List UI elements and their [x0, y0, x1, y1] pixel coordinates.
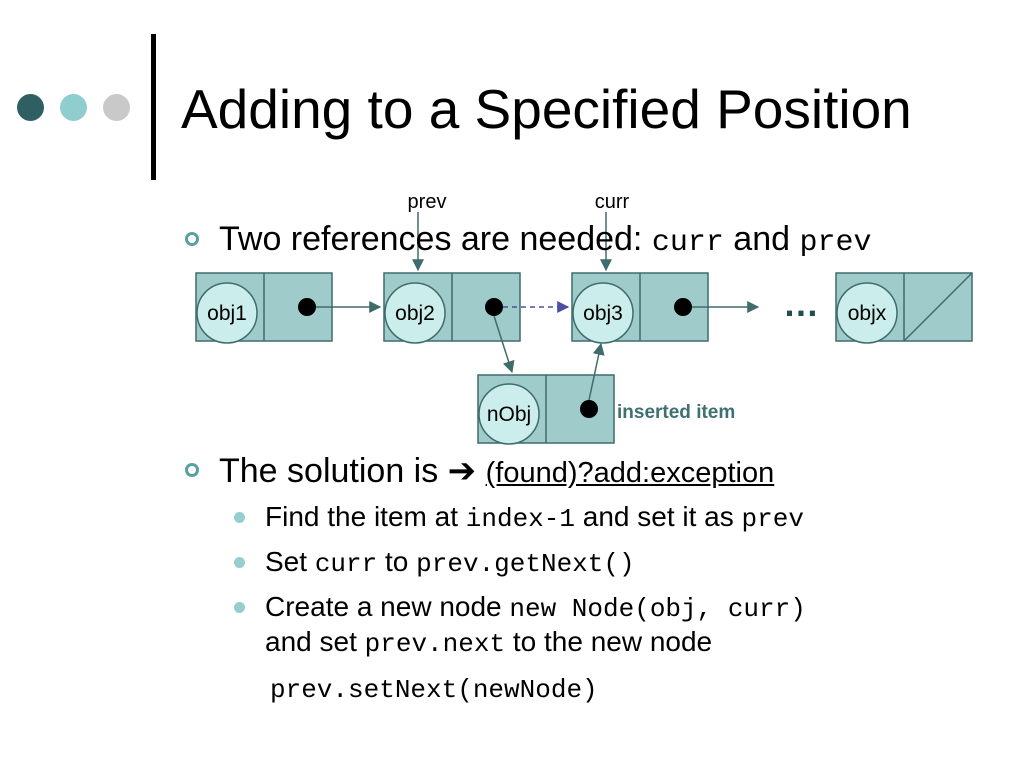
sub-bullet-create-node-line2: and set prev.next to the new node	[265, 626, 713, 659]
prev-label: prev	[408, 191, 447, 213]
arrow-icon: ➔	[447, 452, 477, 490]
new-node-nobj: nObj	[477, 374, 615, 445]
code-line-setnext: prev.setNext(newNode)	[270, 675, 598, 705]
bullet-solution: The solution is ➔ (found)?add:exception	[219, 452, 775, 490]
sub-bullet-marker	[234, 602, 245, 613]
title-divider	[151, 34, 156, 180]
sub-bullet-marker	[234, 512, 245, 523]
bullet-marker	[185, 232, 199, 246]
node-label-obj2: obj2	[395, 302, 435, 325]
curr-label: curr	[595, 191, 630, 213]
list-node-obj2: obj2	[383, 272, 521, 344]
sub-bullet-find: Find the item at index-1 and set it as p…	[265, 501, 804, 534]
prev-to-new-arrow	[493, 315, 515, 374]
ellipsis: …	[783, 283, 819, 324]
node-label-objx: objx	[848, 302, 887, 325]
node-label-obj1: obj1	[207, 302, 247, 325]
inserted-item-label: inserted item	[617, 402, 735, 423]
list-node-obj3: obj3	[571, 272, 709, 344]
sub-bullet-set-curr: Set curr to prev.getNext()	[265, 546, 635, 579]
next-pointer-dot	[298, 298, 316, 316]
decor-dot-teal	[60, 94, 87, 121]
bullet-marker	[185, 463, 199, 477]
next-pointer-dot	[674, 298, 692, 316]
sub-bullet-marker	[234, 557, 245, 568]
bullet-references: Two references are needed: curr and prev	[219, 220, 872, 260]
next-pointer-dot	[580, 400, 598, 418]
solution-expression: (found)?add:exception	[485, 457, 775, 489]
new-to-curr-arrow	[588, 342, 605, 401]
list-node-objx: objx	[835, 272, 973, 344]
node-label-nobj: nObj	[487, 403, 531, 426]
decor-dot-gray	[103, 94, 130, 121]
next-pointer-dot	[485, 298, 503, 316]
list-node-obj1: obj1	[195, 272, 333, 344]
null-pointer-slash	[903, 272, 973, 342]
slide-title: Adding to a Specified Position	[181, 78, 912, 140]
sub-bullet-create-node: Create a new node new Node(obj, curr)	[265, 591, 806, 624]
node-label-obj3: obj3	[583, 302, 623, 325]
decor-dot-dark	[17, 94, 44, 121]
